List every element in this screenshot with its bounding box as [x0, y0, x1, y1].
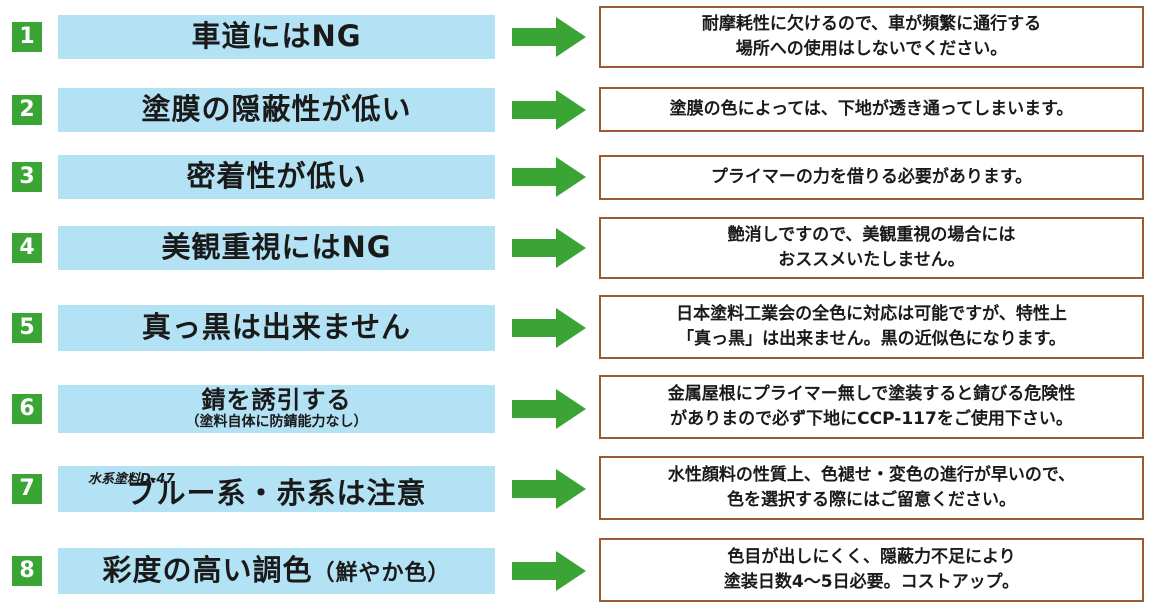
item-number-badge: 3 — [12, 162, 42, 192]
right-arrow-icon — [512, 90, 586, 130]
item-number-badge: 7 — [12, 474, 42, 504]
item-description-box: 艶消しですので、美観重視の場合にはおススメいたしません。 — [599, 217, 1144, 279]
item-title-box: 密着性が低い — [58, 155, 495, 199]
item-number-badge: 2 — [12, 95, 42, 125]
item-title: 美観重視にはNG — [161, 230, 392, 265]
item-number-badge: 1 — [12, 22, 42, 52]
item-description-line: 「真っ黒」は出来ません。黒の近似色になります。 — [677, 329, 1066, 349]
item-title-prefix: 水系塗料D-47 — [88, 472, 175, 487]
item-title-box: 車道にはNG — [58, 15, 495, 59]
item-number-badge: 5 — [12, 313, 42, 343]
item-title: 車道にはNG — [191, 19, 362, 54]
item-title-text: 車道にはNG — [191, 19, 362, 54]
item-title-text: 美観重視にはNG — [161, 230, 392, 265]
item-title-box: 錆を誘引する（塗料自体に防錆能力なし） — [58, 385, 495, 433]
item-title-note: （塗料自体に防錆能力なし） — [185, 413, 368, 430]
item-description-line: 色目が出しにくく、隠蔽力不足により — [727, 547, 1016, 568]
item-description-box: 日本塗料工業会の全色に対応は可能ですが、特性上「真っ黒」は出来ません。黒の近似色… — [599, 295, 1144, 359]
item-description-box: 色目が出しにくく、隠蔽力不足により塗装日数4～5日必要。コストアップ。 — [599, 538, 1144, 602]
item-title-text: 彩度の高い調色 — [102, 553, 313, 588]
item-title-box: 塗膜の隠蔽性が低い — [58, 88, 495, 132]
right-arrow-icon — [512, 17, 586, 57]
item-title-text: 錆を誘引する — [201, 386, 352, 415]
item-title-suffix: （鮮やか色） — [312, 561, 451, 587]
item-title-box: 真っ黒は出来ません — [58, 305, 495, 351]
item-description-box: 水性顔料の性質上、色褪せ・変色の進行が早いので、色を選択する際にはご留意ください… — [599, 456, 1144, 520]
item-description-line: プライマーの力を借りる必要があります。 — [710, 167, 1033, 188]
right-arrow-icon — [512, 228, 586, 268]
item-description-line: 耐摩耗性に欠けるので、車が頻繁に通行する — [701, 14, 1042, 35]
item-title-box: 彩度の高い調色（鮮やか色） — [58, 548, 495, 594]
item-title-box: 美観重視にはNG — [58, 226, 495, 270]
item-title-text: 塗膜の隠蔽性が低い — [141, 92, 412, 127]
right-arrow-icon — [512, 157, 586, 197]
item-description-line: 塗装日数4～5日必要。コストアップ。 — [723, 572, 1020, 592]
item-description-box: 耐摩耗性に欠けるので、車が頻繁に通行する場所への使用はしないでください。 — [599, 6, 1144, 68]
item-title: 密着性が低い — [186, 159, 367, 194]
item-description-line: 色を選択する際にはご留意ください。 — [727, 490, 1016, 510]
item-description-line: おススメいたしません。 — [778, 250, 965, 270]
item-description-line: 塗膜の色によっては、下地が透き通ってしまいます。 — [669, 99, 1074, 120]
item-title: 錆を誘引する — [202, 387, 352, 413]
item-title: ブルー系・赤系は注意 — [126, 476, 427, 511]
right-arrow-icon — [512, 551, 586, 591]
item-description-line: 水性顔料の性質上、色褪せ・変色の進行が早いので、 — [667, 465, 1076, 486]
right-arrow-icon — [512, 389, 586, 429]
item-description-line: 日本塗料工業会の全色に対応は可能ですが、特性上 — [676, 304, 1067, 325]
item-description-box: プライマーの力を借りる必要があります。 — [599, 155, 1144, 200]
item-description-box: 金属屋根にプライマー無しで塗装すると錆びる危険性がありまので必ず下地にCCP-1… — [599, 375, 1144, 439]
item-description-line: 金属屋根にプライマー無しで塗装すると錆びる危険性 — [667, 384, 1076, 405]
item-description-box: 塗膜の色によっては、下地が透き通ってしまいます。 — [599, 87, 1144, 132]
item-title: 彩度の高い調色（鮮やか色） — [102, 553, 451, 588]
item-number-badge: 6 — [12, 394, 42, 424]
right-arrow-icon — [512, 308, 586, 348]
item-title-text: 密着性が低い — [186, 159, 367, 194]
item-description-line: 艶消しですので、美観重視の場合には — [727, 225, 1016, 246]
item-title: 塗膜の隠蔽性が低い — [141, 92, 412, 127]
right-arrow-icon — [512, 469, 586, 509]
item-title-text: 真っ黒は出来ません — [141, 310, 412, 345]
item-title-text: ブルー系・赤系は注意 — [126, 476, 427, 511]
item-description-line: がありまので必ず下地にCCP-117をご使用下さい。 — [670, 409, 1073, 429]
item-number-badge: 8 — [12, 556, 42, 586]
item-description-line: 場所への使用はしないでください。 — [735, 39, 1008, 59]
item-title: 真っ黒は出来ません — [141, 310, 412, 345]
item-number-badge: 4 — [12, 233, 42, 263]
